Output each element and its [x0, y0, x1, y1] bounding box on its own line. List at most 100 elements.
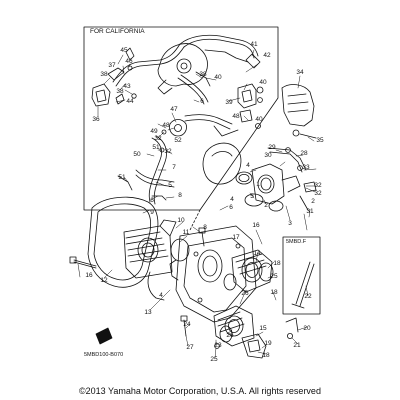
- callout-12: 12: [100, 276, 108, 284]
- callout-48b: 48: [162, 121, 170, 129]
- callout-51: 51: [152, 143, 160, 151]
- callout-13: 13: [144, 308, 152, 316]
- callout-5b: 5: [250, 192, 254, 200]
- inset-hose: [291, 261, 315, 309]
- drain-hose: [147, 271, 165, 301]
- variant-label: 5MBD.F: [286, 239, 307, 245]
- callout-24: 24: [183, 320, 191, 328]
- callout-52: 52: [174, 136, 182, 144]
- diagram-code: 5MBD100-B070: [84, 352, 124, 358]
- intake-joint-front: [231, 249, 274, 293]
- callout-8: 8: [178, 191, 182, 199]
- callout-16b: 16: [252, 221, 260, 229]
- callout-27: 27: [186, 343, 194, 351]
- callout-41: 41: [250, 40, 258, 48]
- callout-49: 49: [150, 127, 158, 135]
- callout-20: 20: [303, 324, 311, 332]
- callout-36: 36: [92, 115, 100, 123]
- callout-4b: 4: [159, 291, 163, 299]
- callout-6c: 6: [229, 203, 233, 211]
- callout-35: 35: [316, 136, 324, 144]
- callout-46: 46: [125, 57, 133, 65]
- callout-51b: 51: [118, 173, 126, 181]
- callout-2b: 2: [311, 197, 315, 205]
- clip-23: [95, 327, 113, 345]
- callout-50: 50: [133, 150, 141, 158]
- variant-inset-box: [282, 236, 321, 315]
- callout-47: 47: [170, 105, 178, 113]
- callout-23: 23: [214, 341, 222, 349]
- callout-40c: 40: [255, 115, 263, 123]
- callout-38-right: 38: [199, 70, 207, 78]
- callout-14: 14: [253, 249, 261, 257]
- callout-30: 30: [264, 151, 272, 159]
- callout-9: 9: [150, 208, 154, 216]
- callout-22: 22: [304, 292, 312, 300]
- callout-38b: 38: [116, 87, 124, 95]
- callout-8b: 8: [203, 223, 207, 231]
- callout-48: 48: [232, 112, 240, 120]
- callout-15: 15: [259, 324, 267, 332]
- gasket-ring: [170, 238, 190, 262]
- callout-19: 19: [264, 339, 272, 347]
- callout-29: 29: [268, 143, 276, 151]
- callout-4: 4: [230, 195, 234, 203]
- callout-28: 28: [300, 149, 308, 157]
- callout-3: 3: [288, 219, 292, 227]
- intake-joint-rear: [213, 305, 255, 347]
- copyright-notice: ©2013 Yamaha Motor Corporation, U.S.A. A…: [79, 386, 321, 396]
- callout-39: 39: [225, 98, 233, 106]
- callout-32c: 32: [314, 189, 322, 197]
- california-hoses: [112, 34, 259, 137]
- callout-6: 6: [200, 97, 204, 105]
- air-cleaner-cover: [87, 196, 159, 288]
- callout-32: 32: [154, 134, 162, 142]
- california-panel: [83, 26, 279, 231]
- callout-43: 43: [123, 82, 131, 90]
- california-label: FOR CALIFORNIA: [90, 28, 145, 35]
- callout-16: 16: [85, 271, 93, 279]
- california-right-parts: [237, 53, 264, 129]
- bracket-bottom: [241, 333, 267, 359]
- callout-40b: 40: [259, 78, 267, 86]
- callout-6b: 6: [150, 196, 154, 204]
- callout-25: 25: [270, 272, 278, 280]
- callout-26: 26: [241, 289, 249, 297]
- callout-34: 34: [296, 68, 304, 76]
- california-lower-parts: [117, 119, 187, 205]
- side-cover: [281, 84, 317, 139]
- air-filter-element: [123, 219, 177, 279]
- callout-18c: 18: [262, 351, 270, 359]
- bolt-16: [69, 256, 97, 269]
- fasteners: [180, 227, 299, 349]
- callout-40: 40: [214, 73, 222, 81]
- callout-18: 18: [273, 259, 281, 267]
- callout-2: 2: [264, 201, 268, 209]
- callout-5: 5: [168, 181, 172, 189]
- callout-10: 10: [177, 216, 185, 224]
- callout-33: 33: [302, 163, 310, 171]
- callout-37: 37: [108, 61, 116, 69]
- air-filter-case: [169, 225, 257, 323]
- callout-4c: 4: [246, 161, 250, 169]
- callout-42: 42: [263, 51, 271, 59]
- air-induction-valve: [157, 43, 211, 95]
- callout-44: 44: [126, 97, 134, 105]
- callout-45: 45: [120, 46, 128, 54]
- callout-21: 21: [293, 341, 301, 349]
- callout-38: 38: [100, 70, 108, 78]
- leader-lines: [77, 49, 317, 359]
- callout-7: 7: [172, 163, 176, 171]
- callout-18b: 18: [270, 288, 278, 296]
- callout-26b: 26: [226, 331, 234, 339]
- callout-17: 17: [232, 233, 240, 241]
- intake-joints-right: [202, 142, 317, 212]
- callout-52b: 32: [164, 147, 172, 155]
- callout-1: 1: [256, 180, 260, 188]
- callout-11: 11: [182, 228, 190, 236]
- callout-25b: 25: [210, 355, 218, 363]
- callout-31: 31: [306, 207, 314, 215]
- callout-32d: 32: [314, 181, 322, 189]
